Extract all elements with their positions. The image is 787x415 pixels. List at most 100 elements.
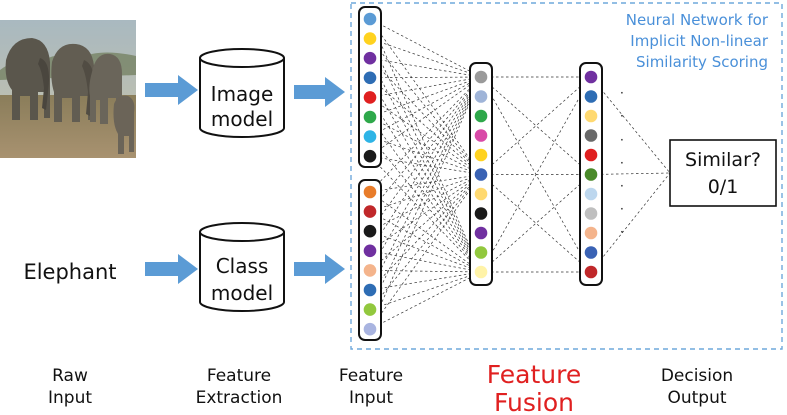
- connection-line: [590, 172, 671, 175]
- connection-line: [480, 174, 592, 273]
- decision-box-line-2: 0/1: [708, 176, 739, 198]
- fusion-node: [474, 109, 488, 123]
- connection-line: [369, 57, 482, 175]
- class-feature-node: [363, 205, 377, 218]
- connection-line: [369, 76, 482, 193]
- decision-box-line-1: Similar?: [685, 149, 761, 171]
- connection-line: [369, 76, 482, 291]
- connection-line: [369, 76, 482, 98]
- elephant-photo: [0, 20, 136, 158]
- class-model-label-2: model: [211, 281, 273, 305]
- connection-line: [369, 155, 482, 175]
- connection-line: [369, 116, 482, 175]
- connection-line: [480, 76, 592, 175]
- decision-node: [584, 246, 598, 259]
- class-feature-node: [363, 224, 377, 238]
- connection-line: [369, 174, 482, 271]
- nn-connections: [369, 18, 671, 330]
- fusion-node: [474, 246, 488, 259]
- connection-line: [369, 76, 482, 232]
- image-model-label-2: model: [211, 107, 273, 131]
- image-feature-node: [363, 110, 377, 124]
- connection-line: [369, 136, 482, 273]
- class-model-cylinder: Class model: [199, 222, 285, 312]
- neural-network-box: [350, 2, 783, 350]
- connection-line: [369, 76, 482, 251]
- connection-line: [369, 174, 482, 212]
- fusion-node: [474, 168, 488, 181]
- fusion-node: [474, 265, 488, 279]
- connection-line: [369, 57, 482, 78]
- image-feature-node: [363, 71, 377, 85]
- image-model-cylinder: Image model: [199, 48, 285, 138]
- connection-line: [369, 38, 482, 175]
- decision-node: [584, 129, 598, 142]
- stage-feature-input-line-1: Feature: [339, 366, 403, 386]
- class-feature-node: [363, 283, 377, 297]
- decision-node: [584, 90, 598, 103]
- connection-line: [369, 270, 482, 273]
- stage-extraction-line-1: Feature: [207, 366, 271, 386]
- stage-raw-line-2: Input: [48, 388, 92, 408]
- stage-fusion-line-1: Feature: [487, 360, 581, 389]
- decision-node: [584, 207, 598, 220]
- connection-line: [369, 76, 482, 79]
- nn-nodes: [363, 12, 598, 336]
- decision-node: [584, 187, 598, 201]
- fusion-node: [474, 187, 488, 201]
- connection-line: [369, 174, 482, 291]
- connection-line: [369, 76, 482, 212]
- fusion-node: [474, 129, 488, 142]
- ellipsis-dots: · · · · · · ·: [620, 86, 628, 239]
- connection-line: [369, 155, 482, 273]
- class-feature-node: [363, 322, 377, 336]
- class-feature-node: [363, 244, 377, 258]
- connection-line: [369, 250, 482, 273]
- connection-line: [369, 77, 482, 175]
- connection-line: [369, 271, 482, 330]
- connection-line: [480, 76, 592, 175]
- connection-line: [369, 76, 482, 330]
- stage-raw-line-1: Raw: [52, 366, 88, 386]
- image-feature-node: [363, 149, 377, 163]
- decision-node: [584, 168, 598, 181]
- nn-title-line-1: Neural Network for: [626, 11, 769, 29]
- connection-line: [369, 271, 482, 291]
- connection-line: [480, 76, 592, 273]
- arrow-image-to-model: [145, 75, 198, 105]
- connection-line: [369, 174, 482, 310]
- arrow-text-to-model: [145, 254, 198, 284]
- connection-line: [480, 174, 592, 273]
- nn-title-line-2: Implicit Non-linear: [630, 32, 769, 50]
- image-feature-node: [363, 12, 377, 26]
- decision-node: [584, 109, 598, 123]
- connection-line: [369, 174, 482, 252]
- connection-line: [369, 97, 482, 273]
- stage-decision-line-2: Output: [667, 388, 726, 408]
- class-model-label-1: Class: [216, 254, 269, 278]
- stage-fusion-line-2: Fusion: [494, 388, 574, 415]
- fusion-node: [474, 148, 488, 162]
- image-feature-node: [363, 130, 377, 143]
- class-feature-node: [363, 264, 377, 277]
- class-feature-box: [358, 179, 382, 341]
- image-feature-node: [363, 32, 377, 45]
- connection-line: [369, 18, 482, 175]
- connection-line: [369, 38, 482, 273]
- connection-line: [369, 136, 482, 175]
- image-feature-node: [363, 51, 377, 65]
- connection-line: [369, 211, 482, 273]
- fusion-node: [474, 70, 488, 84]
- decision-node: [584, 70, 598, 84]
- connection-line: [369, 116, 482, 273]
- class-feature-node: [363, 185, 377, 199]
- connection-line: [590, 76, 671, 174]
- connection-line: [369, 174, 482, 330]
- connection-line: [369, 18, 482, 273]
- stage-decision-line-1: Decision: [661, 366, 733, 386]
- image-feature-node: [363, 91, 377, 104]
- fusion-node: [474, 207, 488, 220]
- decision-node: [584, 226, 598, 240]
- class-feature-node: [363, 303, 377, 316]
